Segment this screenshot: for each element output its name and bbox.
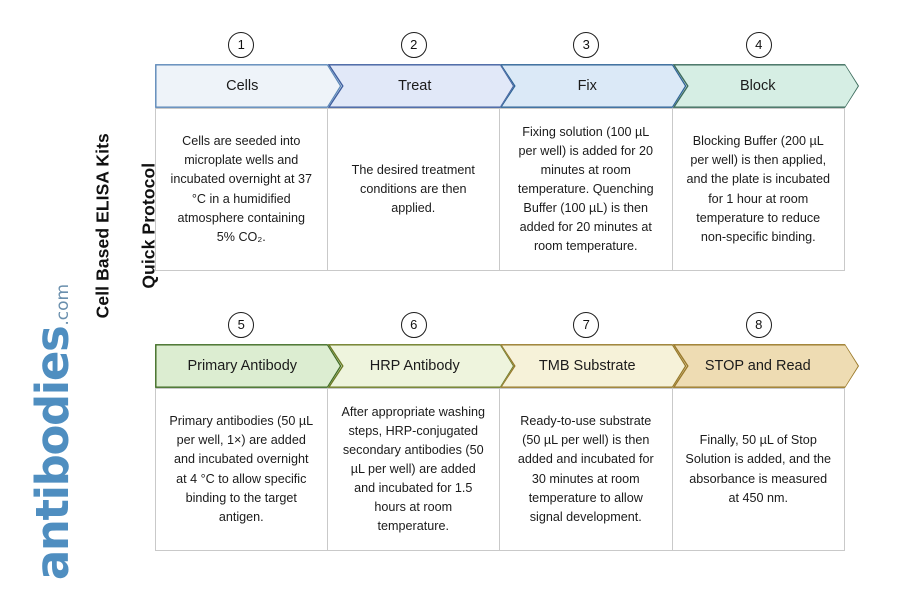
step-number-badge-4: 4	[745, 32, 772, 58]
step-chevron-3[interactable]: Fix	[500, 64, 687, 108]
step-number-badge-7: 7	[573, 312, 600, 338]
step-chevron-outline-4	[672, 64, 859, 108]
step-chevron-label-7: TMB Substrate	[538, 358, 636, 374]
step-chevron-outline-6	[327, 344, 514, 388]
left-rail: Cell Based ELISA Kits Quick Protocol ant…	[0, 0, 159, 594]
step-chevron-label-5: Primary Antibody	[187, 358, 298, 374]
step-chevrons-row-2: Primary Antibody HRP Antibody TMB Substrat…	[155, 344, 859, 388]
step-chevron-label-2: Treat	[398, 78, 432, 94]
step-number-badge-3: 3	[573, 32, 600, 58]
step-description-card-8: Finally, 50 µL of Stop Solution is added…	[672, 388, 845, 551]
step-cards-row-2: Primary antibodies (50 µL per well, 1×) …	[155, 388, 845, 551]
brand-logo-tld: .com	[53, 283, 73, 326]
step-chevron-6[interactable]: HRP Antibody	[327, 344, 514, 388]
step-description-card-2: The desired treatment conditions are the…	[327, 108, 500, 271]
step-description-text-2: The desired treatment conditions are the…	[351, 162, 475, 216]
step-chevron-outline-2	[327, 64, 514, 108]
step-number-badge-5: 5	[228, 312, 255, 338]
step-description-text-6: After appropriate washing steps, HRP-con…	[341, 404, 485, 534]
step-description-card-5: Primary antibodies (50 µL per well, 1×) …	[155, 388, 328, 551]
step-cards-row-1: Cells are seeded into microplate wells a…	[155, 108, 845, 271]
step-description-text-8: Finally, 50 µL of Stop Solution is added…	[685, 433, 832, 505]
step-chevron-7[interactable]: TMB Substrate	[500, 344, 687, 388]
step-chevron-1[interactable]: Cells	[155, 64, 342, 108]
step-description-text-4: Blocking Buffer (200 µL per well) is the…	[686, 134, 831, 244]
step-chevron-outline-8	[672, 344, 859, 388]
step-chevron-label-1: Cells	[226, 78, 259, 94]
step-number-badge-2: 2	[400, 32, 427, 58]
process-flow-row-1: 1 2 3 4 Cells Treat Fix Block Cells are seeded…	[155, 32, 859, 271]
step-number-badge-1: 1	[228, 32, 255, 58]
step-chevron-label-6: HRP Antibody	[369, 358, 460, 374]
step-chevrons-row-1: Cells Treat Fix Block	[155, 64, 859, 108]
step-description-text-1: Cells are seeded into microplate wells a…	[170, 134, 312, 244]
step-description-card-6: After appropriate washing steps, HRP-con…	[327, 388, 500, 551]
page-title-line-1: Cell Based ELISA Kits	[92, 133, 113, 319]
step-chevron-label-8: STOP and Read	[704, 358, 811, 374]
step-description-card-7: Ready-to-use substrate (50 µL per well) …	[500, 388, 673, 551]
step-chevron-8[interactable]: STOP and Read	[672, 344, 859, 388]
step-chevron-5[interactable]: Primary Antibody	[155, 344, 342, 388]
step-badges-row-1: 1 2 3 4	[155, 32, 845, 64]
brand-logo: antibodies.com	[26, 282, 94, 582]
step-number-badge-8: 8	[745, 312, 772, 338]
step-chevron-outline-5	[155, 344, 342, 388]
step-description-card-4: Blocking Buffer (200 µL per well) is the…	[672, 108, 845, 271]
step-description-text-7: Ready-to-use substrate (50 µL per well) …	[517, 414, 654, 524]
brand-logo-wordmark: antibodies	[26, 326, 79, 581]
step-chevron-4[interactable]: Block	[672, 64, 859, 108]
step-chevron-outline-7	[500, 344, 687, 388]
step-badges-row-2: 5 6 7 8	[155, 312, 845, 344]
step-chevron-label-4: Block	[740, 78, 776, 94]
step-description-card-1: Cells are seeded into microplate wells a…	[155, 108, 328, 271]
process-flow-row-2: 5 6 7 8 Primary Antibody HRP Antibody TMB Sub…	[155, 312, 859, 551]
step-chevron-2[interactable]: Treat	[327, 64, 514, 108]
step-description-text-3: Fixing solution (100 µL per well) is add…	[517, 124, 654, 254]
step-description-text-5: Primary antibodies (50 µL per well, 1×) …	[169, 414, 314, 524]
step-chevron-outline-3	[500, 64, 687, 108]
step-number-badge-6: 6	[400, 312, 427, 338]
step-description-card-3: Fixing solution (100 µL per well) is add…	[500, 108, 673, 271]
step-chevron-label-3: Fix	[577, 78, 597, 94]
step-chevron-outline-1	[155, 64, 342, 108]
